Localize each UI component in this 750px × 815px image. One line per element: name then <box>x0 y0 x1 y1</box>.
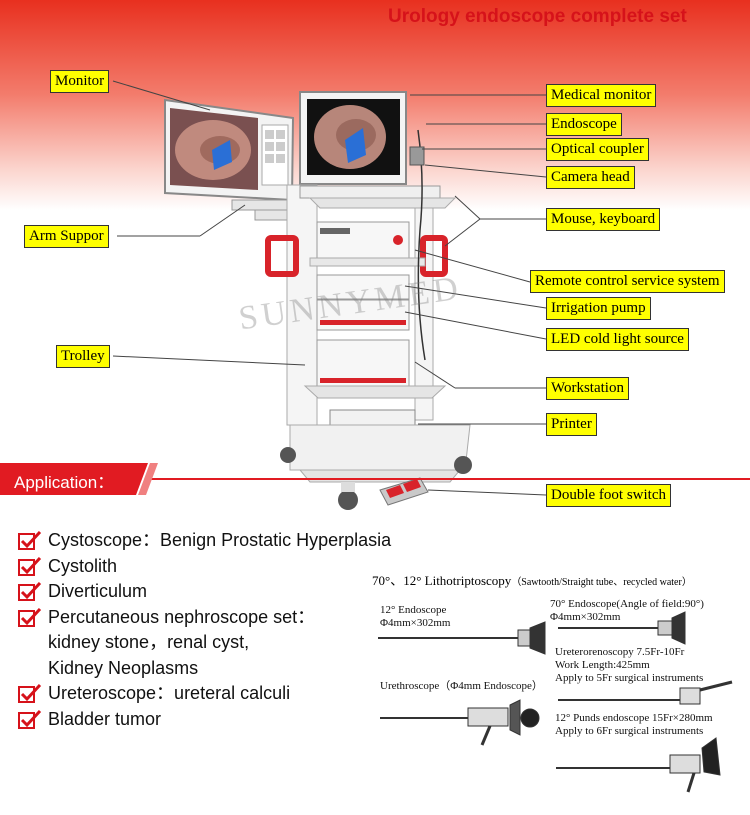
label-remote-control: Remote control service system <box>530 270 725 293</box>
urethroscope-spec: Urethroscope（Φ4mm Endoscope） <box>380 680 543 692</box>
application-list: Cystoscope：Benign Prostatic Hyperplasia … <box>18 528 391 732</box>
side-monitor <box>164 98 295 202</box>
foot-switch <box>379 477 429 506</box>
label-irrigation-pump: Irrigation pump <box>546 297 651 320</box>
list-item: Ureteroscope：ureteral calculi <box>18 681 391 707</box>
label-monitor: Monitor <box>50 70 110 93</box>
instrument-drawings <box>378 611 733 793</box>
list-item: Diverticulum <box>18 579 391 605</box>
list-item: Cystolith <box>18 554 391 580</box>
list-item: Bladder tumor <box>18 707 391 733</box>
label-mouse-keyboard: Mouse, keyboard <box>546 208 661 231</box>
check-icon <box>18 579 48 602</box>
application-bar <box>0 463 148 495</box>
application-heading: Application： <box>14 473 115 492</box>
label-arm-support: Arm Suppor <box>24 225 109 248</box>
label-led-light-source: LED cold light source <box>546 328 689 351</box>
label-optical-coupler: Optical coupler <box>546 138 649 161</box>
main-monitor <box>299 91 407 185</box>
list-item: Kidney Neoplasms <box>48 657 199 678</box>
label-printer: Printer <box>546 413 597 436</box>
label-foot-switch: Double foot switch <box>546 484 671 507</box>
list-item: Cystoscope：Benign Prostatic Hyperplasia <box>18 528 391 554</box>
page-title: Urology endoscope complete set <box>388 6 687 27</box>
check-icon <box>18 605 48 628</box>
check-icon <box>18 528 48 551</box>
label-workstation: Workstation <box>546 377 629 400</box>
list-item: Percutaneous nephroscope set： <box>18 605 391 631</box>
callout-lines <box>112 80 547 496</box>
check-icon <box>18 681 48 704</box>
label-trolley: Trolley <box>56 345 110 368</box>
endoscope-70-spec: 70° Endoscope(Angle of field:90°)Φ4mm×30… <box>550 598 704 623</box>
trolley-wheels <box>280 447 472 510</box>
trolley-frame <box>265 184 471 483</box>
list-item: kidney stone，renal cyst, <box>48 632 250 652</box>
label-camera-head: Camera head <box>546 166 635 189</box>
label-medical-monitor: Medical monitor <box>546 84 657 107</box>
lithotriptoscopy-title: 70°、12° Lithotriptoscopy（Sawtooth/Straig… <box>372 573 692 588</box>
check-icon <box>18 554 48 577</box>
label-endoscope: Endoscope <box>546 113 622 136</box>
check-icon <box>18 707 48 730</box>
